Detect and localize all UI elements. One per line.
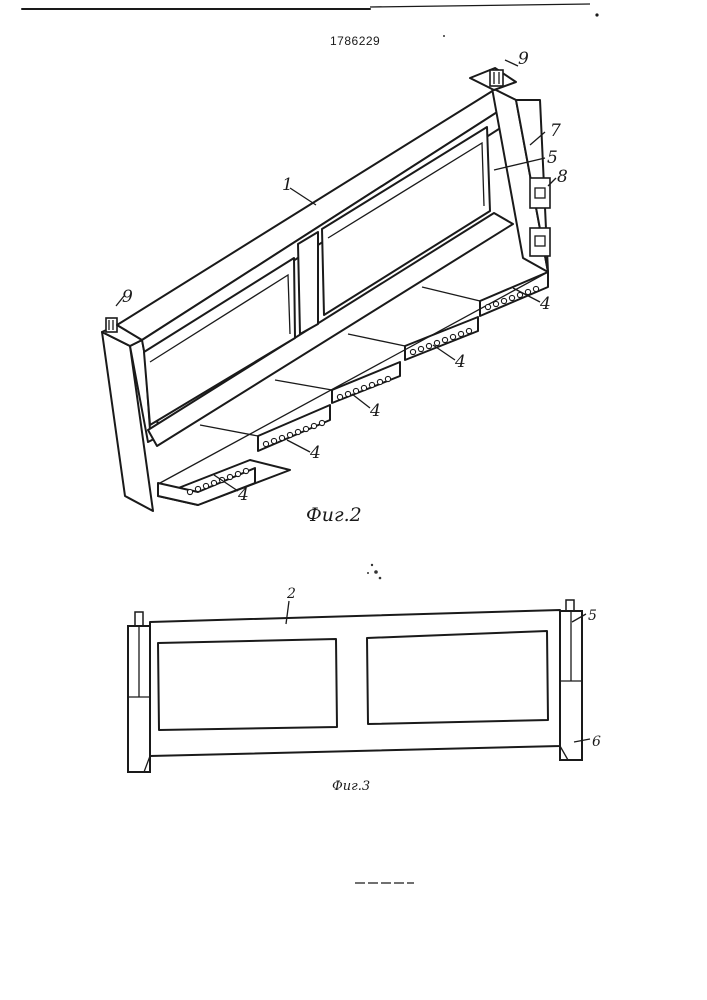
patent-number: 1786229	[330, 34, 380, 48]
caption-fig3: Фиг.3	[332, 779, 370, 794]
stud-right	[490, 70, 503, 86]
label-post-7: 7	[550, 121, 561, 141]
label-frame-1: 1	[282, 175, 293, 195]
label-module-4e: 4	[539, 294, 551, 314]
frame-mullion	[298, 232, 318, 334]
sheet-top-border	[22, 4, 599, 17]
figure-3: 2 5 6 Фиг.3	[128, 586, 601, 794]
label-clamp-8: 8	[557, 167, 568, 187]
stud-left-fig3	[135, 612, 143, 626]
module-5	[480, 272, 548, 316]
label-module-4d: 4	[454, 352, 466, 372]
figure-2: 1 5 7 8 9 9 4 4 4 4 4 Фиг.2	[102, 49, 568, 526]
label-frame-2: 2	[286, 586, 296, 602]
label-module-4b: 4	[309, 443, 321, 463]
label-stud-9-top: 9	[518, 49, 529, 69]
label-stud-9-left: 9	[122, 287, 133, 307]
right-window-fig3	[367, 631, 548, 724]
left-window-fig3	[158, 639, 337, 730]
caption-fig2: Фиг.2	[306, 504, 362, 526]
label-module-4a: 4	[237, 485, 249, 505]
stud-left	[106, 318, 117, 332]
label-rail-5: 5	[547, 148, 558, 168]
label-rail-5-fig3: 5	[588, 608, 597, 624]
label-post-6: 6	[592, 734, 601, 750]
module-4	[405, 317, 478, 360]
label-module-4c: 4	[369, 401, 381, 421]
